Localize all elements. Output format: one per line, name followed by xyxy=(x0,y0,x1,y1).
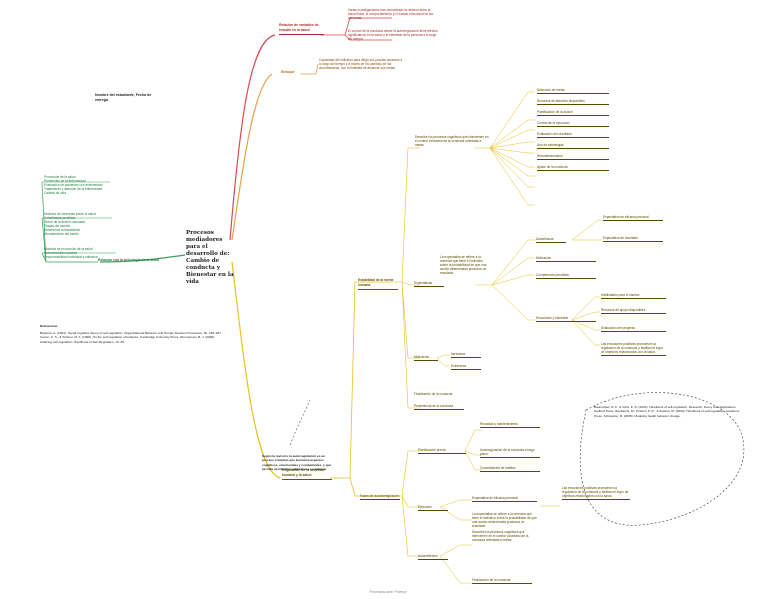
central-topic: Procesos mediadores para el desarrollo d… xyxy=(186,230,234,285)
closure-item-4: Consolidación de hábitos xyxy=(480,466,540,472)
emotion-label: Emociones y bienestar xyxy=(536,316,596,322)
phase-a: Planificación previa xyxy=(418,448,466,454)
motivation-item-1: Intrínseca xyxy=(451,352,481,358)
list-item: Determinantes sociales xyxy=(44,251,78,255)
competence-item-2: Recursos de apoyo disponibles xyxy=(601,308,666,314)
list-item: Retroalimentación xyxy=(537,154,609,160)
sub-items-list: Selección de metas Recursos de atención … xyxy=(537,88,609,176)
list-item: Autoeficacia percibida xyxy=(44,216,76,220)
cognitive-note-2: Describe los procesos cognitivos que int… xyxy=(472,530,529,542)
phase-b: Ejecución xyxy=(418,505,448,511)
green-list-2: Modelos de creencias sobre la salud Auto… xyxy=(44,212,119,236)
red-note-1: Varias investigaciones han demostrado la… xyxy=(348,8,434,20)
list-item: Ajuste de la conducta xyxy=(537,165,609,171)
green-list-3: Modelos de promoción de la salud Determi… xyxy=(44,247,119,259)
expectancy-label: Expectativas xyxy=(414,281,444,287)
list-item: Planificación de la acción xyxy=(537,110,609,116)
list-item: Evaluación del resultado xyxy=(537,132,609,138)
list-item: Uso de estrategias xyxy=(537,143,609,149)
expectancy-note: La expectativa se refiere a la creencia … xyxy=(440,255,487,275)
efficacy-label: Autoeficacia xyxy=(536,237,566,243)
refs-right: Baumeister, R. F., & Vohs, K. D. (2004).… xyxy=(594,405,740,418)
orange-branch-label: Enfoque xyxy=(281,70,295,74)
list-item: Selección de metas xyxy=(537,88,609,94)
expectancy-note-2: La expectativa se refiere a la creencia … xyxy=(472,512,537,528)
list-item: Modelos de promoción de la salud xyxy=(44,247,93,251)
yellow-branch-label: Regulación de la actividad humana y la s… xyxy=(282,468,332,480)
footer: Presentado ante: Profesor xyxy=(369,590,407,594)
red-branch-label: Relación de variables de estudio en la s… xyxy=(279,23,324,35)
list-item: Recursos de atención disponibles xyxy=(537,99,609,105)
list-item: Prevención de la enfermedad xyxy=(44,179,86,183)
cognitive-note: Describe los procesos cognitivos que int… xyxy=(415,135,489,147)
emotion-note: Las emociones positivas promueven la reg… xyxy=(601,342,666,356)
closure-item-1: Persistencia de la conducta xyxy=(414,404,464,410)
emotion-note-2: Las emociones positivas promueven la reg… xyxy=(562,486,630,500)
phases-label: Fases de la autorregulación xyxy=(360,494,400,500)
competence-label: Competencia percibida xyxy=(536,273,596,279)
closure-item-3: Autorregulación de la conducta a largo p… xyxy=(480,448,540,458)
motivation-item-2: Extrínseca xyxy=(451,364,481,370)
green-list-1: Promoción de la salud Prevención de la e… xyxy=(44,175,114,195)
list-item: Tratamiento y atención de la enfermedad xyxy=(44,187,102,191)
competence-item-1: Habilidades para el cambio xyxy=(601,293,666,299)
author-info: Nombre del estudiante, Fecha de entrega xyxy=(95,93,152,102)
orange-note: Capacidad del individuo para dirigir sus… xyxy=(319,58,403,70)
phase-c: Autorreflexión xyxy=(418,554,448,560)
closure-item-2: Recaídas y mantenimiento xyxy=(480,422,540,428)
efficacy-note: Expectativa de eficacia personal xyxy=(472,496,537,502)
mind-label: Estabilidad de la mente humana xyxy=(358,278,398,290)
list-item: Evaluación de pacientes con enfermedad xyxy=(44,183,103,187)
competence-item-3: Evaluación del progreso xyxy=(601,326,666,332)
list-item: Modelos de creencias sobre la salud xyxy=(44,212,96,216)
closure-label: Finalización de la conducta xyxy=(414,392,453,396)
list-item: Calidad de vida xyxy=(44,191,66,195)
list-item: Responsabilidad individual y colectiva xyxy=(44,255,98,259)
list-item: Teoría de la acción razonada xyxy=(44,220,85,224)
list-item: Afrontamiento del estrés xyxy=(44,232,79,236)
list-item: Etapas del cambio xyxy=(44,224,71,228)
refs-left: Bandura, A. (1991). Social cognitive the… xyxy=(40,331,222,344)
red-note-2: El control de la conducta desde la autor… xyxy=(348,29,438,41)
closure-label-2: Finalización de la conducta xyxy=(472,578,532,584)
green-branch-label: Relación con la psicología de la salud xyxy=(98,258,160,262)
definition-note: Según la revisión, la autorregulación es… xyxy=(262,454,332,471)
efficacy-item-2: Expectativa de resultado xyxy=(603,236,663,242)
motivation-label: Motivación xyxy=(536,256,596,262)
list-item: Control de la ejecución xyxy=(537,121,609,127)
efficacy-item-1: Expectativa de eficacia personal xyxy=(603,215,663,221)
motivation-branch: Motivación xyxy=(414,355,438,361)
list-item: Promoción de la salud xyxy=(44,175,76,179)
refs-left-title: Referencias xyxy=(40,324,58,328)
list-item: Adherencia al tratamiento xyxy=(44,228,81,232)
